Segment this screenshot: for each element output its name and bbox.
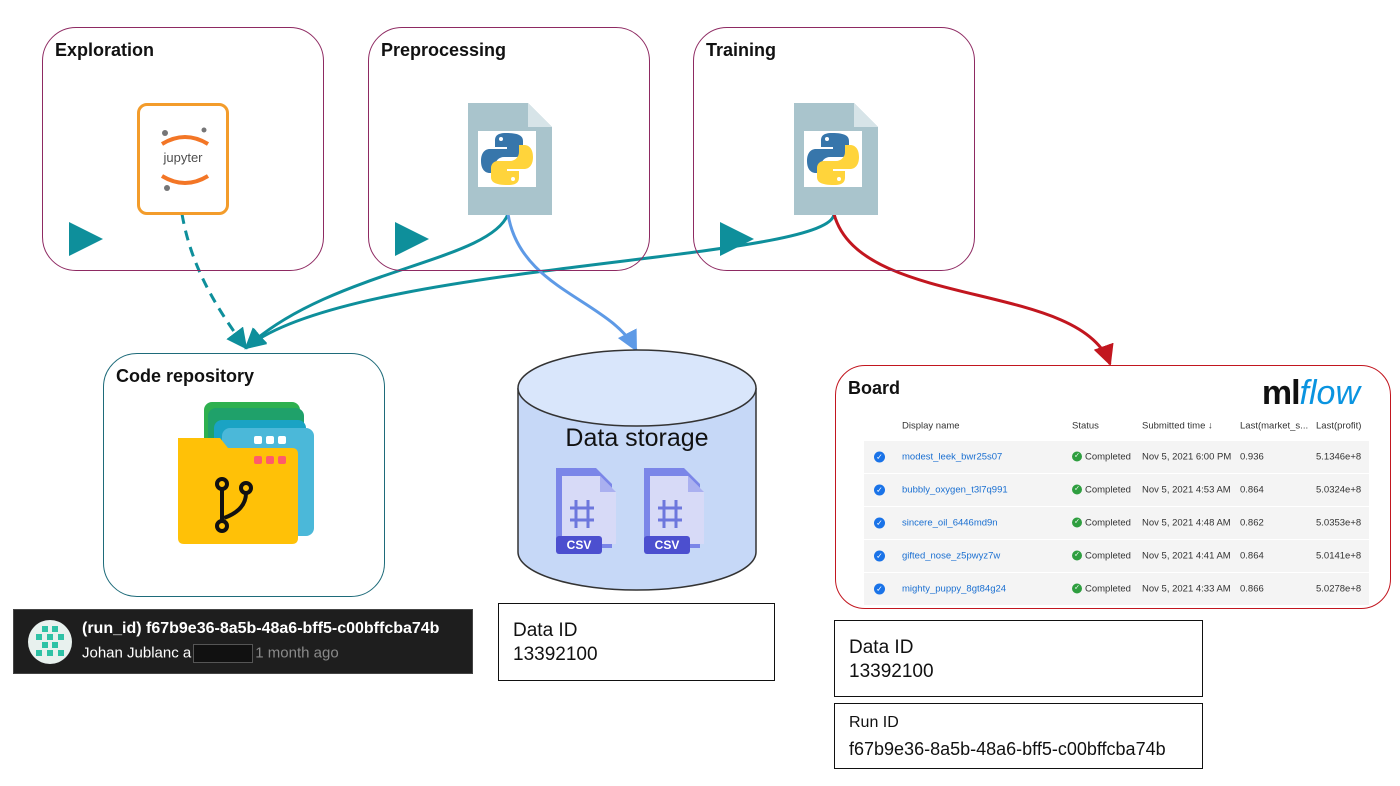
run-play-icon[interactable]	[720, 222, 754, 256]
data-id-label: Data ID	[513, 620, 578, 641]
profit-cell: 5.0141e+8	[1316, 550, 1362, 562]
profit-cell: 5.0278e+8	[1316, 583, 1362, 595]
time-cell: Nov 5, 2021 4:48 AM	[1142, 517, 1231, 529]
market-cell: 0.864	[1240, 484, 1264, 496]
run-name-link[interactable]: bubbly_oxygen_t3l7q991	[902, 484, 1008, 496]
profit-cell: 5.1346e+8	[1316, 451, 1362, 463]
row-checkbox[interactable]: ✓	[874, 583, 885, 595]
status-cell: ✓Completed	[1072, 518, 1131, 529]
avatar	[28, 620, 72, 664]
runs-table: Display name Status Submitted time ↓ Las…	[864, 412, 1369, 605]
board-title: Board	[848, 378, 901, 398]
column-header[interactable]: Display name	[902, 420, 960, 432]
stage-title: Training	[706, 40, 777, 60]
status-cell: ✓Completed	[1072, 584, 1131, 595]
data-id-value: 13392100	[849, 661, 934, 682]
run-id-value: f67b9e36-8a5b-48a6-bff5-c00bffcba74b	[849, 739, 1166, 759]
csv-label: CSV	[566, 538, 592, 552]
stage-title: Exploration	[55, 40, 155, 60]
time-cell: Nov 5, 2021 4:41 AM	[1142, 550, 1231, 562]
data-id-label: Data ID	[849, 637, 914, 658]
stage-title: Preprocessing	[381, 40, 507, 60]
time-cell: Nov 5, 2021 6:00 PM	[1142, 451, 1232, 463]
preprocessing-to-storage-arrow	[506, 213, 638, 352]
market-cell: 0.862	[1240, 517, 1264, 529]
commit-author: Johan Jublanc	[82, 644, 179, 662]
data-id-box: Data ID 13392100	[498, 603, 775, 681]
table-row[interactable]: ✓ bubbly_oxygen_t3l7q991 ✓Completed Nov …	[864, 473, 1369, 506]
run-name-link[interactable]: mighty_puppy_8gt84g24	[902, 583, 1007, 595]
check-circle-icon: ✓	[1072, 583, 1082, 594]
profit-cell: 5.0324e+8	[1316, 484, 1362, 496]
column-header[interactable]: Status	[1072, 420, 1099, 432]
market-cell: 0.866	[1240, 583, 1264, 595]
commit-author-suffix: a	[182, 644, 192, 662]
jupyter-wordmark: jupyter	[163, 150, 203, 165]
csv-file-icon	[644, 468, 704, 554]
run-play-icon[interactable]	[69, 222, 103, 256]
stage-exploration: Exploration jupyter	[42, 27, 324, 271]
status-cell: ✓Completed	[1072, 551, 1131, 562]
git-folder-icon	[178, 402, 314, 544]
commit-meta: Johan Jublanc a 1 month ago	[82, 644, 339, 663]
table-header: Display name Status Submitted time ↓ Las…	[864, 412, 1369, 440]
data-storage-title: Data storage	[565, 424, 709, 452]
row-checkbox[interactable]: ✓	[874, 451, 885, 463]
profit-cell: 5.0353e+8	[1316, 517, 1362, 529]
mlflow-logo: mlflow	[1261, 374, 1360, 412]
board-data-id-box: Data ID 13392100	[834, 620, 1203, 697]
run-name-link[interactable]: sincere_oil_6446md9n	[902, 517, 998, 529]
check-circle-icon: ✓	[1072, 451, 1082, 462]
exploration-to-repo-arrow	[180, 213, 248, 350]
stage-training: Training	[693, 27, 975, 271]
commit-hash: (run_id) f67b9e36-8a5b-48a6-bff5-c00bffc…	[82, 620, 440, 637]
table-row[interactable]: ✓ gifted_nose_z5pwyz7w ✓Completed Nov 5,…	[864, 539, 1369, 572]
data-storage-cylinder	[517, 349, 757, 591]
check-circle-icon: ✓	[1072, 484, 1082, 495]
table-row[interactable]: ✓ mighty_puppy_8gt84g24 ✓Completed Nov 5…	[864, 572, 1369, 605]
csv-file-icon	[556, 468, 616, 554]
run-name-link[interactable]: modest_leek_bwr25s07	[902, 451, 1003, 463]
check-circle-icon: ✓	[1072, 517, 1082, 528]
training-to-repo-arrow	[244, 213, 836, 350]
board: Board mlflow Display name Status Submitt…	[835, 365, 1391, 609]
row-checkbox[interactable]: ✓	[874, 550, 885, 562]
time-cell: Nov 5, 2021 4:33 AM	[1142, 583, 1231, 595]
run-id-box: Run ID f67b9e36-8a5b-48a6-bff5-c00bffcba…	[834, 703, 1203, 769]
table-row[interactable]: ✓ sincere_oil_6446md9n ✓Completed Nov 5,…	[864, 506, 1369, 539]
jupyter-icon: jupyter	[137, 103, 229, 215]
python-file-icon	[794, 103, 878, 215]
commit-time: 1 month ago	[255, 644, 339, 662]
stage-preprocessing: Preprocessing	[368, 27, 650, 271]
csv-label: CSV	[654, 538, 680, 552]
data-id-value: 13392100	[513, 644, 598, 665]
code-repository-title: Code repository	[116, 366, 255, 386]
column-header[interactable]: Last(profit)	[1316, 420, 1362, 432]
row-checkbox[interactable]: ✓	[874, 517, 885, 529]
run-id-label: Run ID	[849, 714, 899, 731]
row-checkbox[interactable]: ✓	[874, 484, 885, 496]
status-cell: ✓Completed	[1072, 452, 1131, 463]
code-repository: Code repository	[103, 353, 385, 597]
commit-banner[interactable]: (run_id) f67b9e36-8a5b-48a6-bff5-c00bffc…	[13, 609, 473, 674]
python-file-icon	[468, 103, 552, 215]
market-cell: 0.936	[1240, 451, 1264, 463]
training-to-board-arrow	[832, 213, 1114, 366]
market-cell: 0.864	[1240, 550, 1264, 562]
column-header[interactable]: Last(market_s...	[1240, 420, 1309, 432]
run-play-icon[interactable]	[395, 222, 429, 256]
redacted-block	[193, 644, 254, 663]
check-circle-icon: ✓	[1072, 550, 1082, 561]
run-name-link[interactable]: gifted_nose_z5pwyz7w	[902, 550, 1001, 562]
table-row[interactable]: ✓ modest_leek_bwr25s07 ✓Completed Nov 5,…	[864, 440, 1369, 473]
column-header[interactable]: Submitted time ↓	[1142, 420, 1213, 432]
status-cell: ✓Completed	[1072, 485, 1131, 496]
time-cell: Nov 5, 2021 4:53 AM	[1142, 484, 1231, 496]
